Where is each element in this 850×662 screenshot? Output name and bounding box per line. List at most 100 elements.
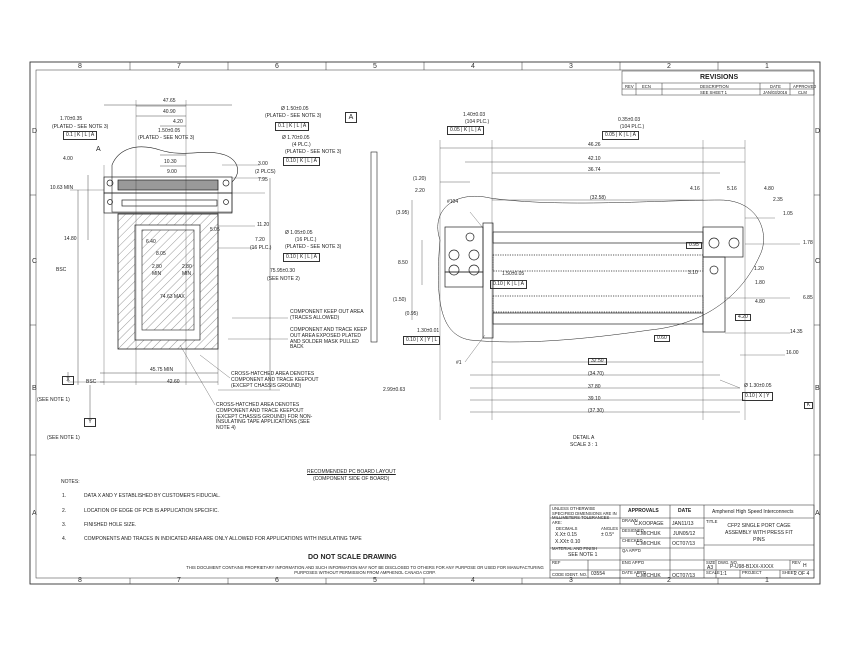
callout-keepout-plated: COMPONENT AND TRACE KEEP OUT AREA EXPOSE… — [290, 327, 367, 351]
tb-title-2: ASSEMBLY WITH PRESS FIT — [725, 530, 793, 536]
proprietary-notice: THIS DOCUMENT CONTAINS PROPRIETARY INFOR… — [186, 565, 544, 576]
tb-title-1: CFP2 SINGLE PORT CAGE — [727, 523, 791, 529]
dim-5-05: 5.05 — [210, 227, 220, 233]
fcf-k: K — [506, 281, 511, 287]
zone-col-8: 8 — [78, 63, 82, 70]
rdim-39-10: 39.10 — [588, 396, 601, 402]
fcf-y: Y — [427, 337, 431, 343]
tb-decimals: DECIMALS — [556, 526, 578, 531]
zone-row-c: C — [32, 258, 38, 265]
note-2-num: 2. — [62, 508, 67, 514]
callout-hatched-tape: CROSS-HATCHED AREA DENOTES COMPONENT AND… — [216, 402, 313, 431]
fcf-tol: 0.10 — [406, 337, 416, 343]
pin-104: #104 — [447, 199, 459, 205]
outer-border — [29, 61, 821, 585]
rfcf-4: 0.10 | X | Y | L — [403, 336, 441, 345]
tb-scale: 1:1 — [720, 571, 727, 577]
dim-10-63: 10.63 MIN — [50, 185, 74, 191]
tb-dwg-label: DWG. NO. — [718, 560, 739, 565]
dia-1-05-note: (PLATED - SEE NOTE 3) — [285, 244, 342, 250]
tb-company: Amphenol High Speed Interconnects — [712, 509, 794, 515]
dim-7-95: 7.95 — [258, 177, 268, 183]
tb-designed-date: JUN05/12 — [673, 531, 696, 537]
revision-block — [621, 70, 815, 96]
tb-date: DATE — [678, 508, 692, 514]
dim-14-80: 14.80 — [64, 236, 77, 242]
tb-code-ident: CODE IDENT. NO. — [552, 572, 588, 577]
tb-size: A3 — [707, 565, 714, 571]
layout-title: RECOMMENDED PC BOARD LAYOUT — [307, 469, 396, 475]
detail-a-view — [411, 140, 800, 420]
tb-eng-label: ENG APP'D — [622, 560, 645, 565]
fcf-k: K — [618, 132, 623, 138]
fcf-k: K — [463, 127, 468, 133]
rdim-0-95: 0.95 — [686, 242, 702, 249]
note-4-text: COMPONENTS AND TRACES IN INDICATED AREA … — [84, 536, 362, 542]
dim-45-75: 45.75 MIN — [150, 367, 174, 373]
tb-rev-label: REV — [792, 560, 801, 565]
dim-75-95: 75.95±0.30 — [270, 268, 295, 274]
dia-1-50-note: (PLATED - SEE NOTE 3) — [265, 113, 322, 119]
rdim-32-50: 32.50 — [588, 358, 607, 365]
zone-row-d-right: D — [815, 128, 821, 135]
tb-title-label: TITLE — [706, 519, 718, 524]
zone-col-3-bottom: 3 — [569, 577, 573, 584]
dia-1-70-note: (PLATED - SEE NOTE 3) — [285, 149, 342, 155]
dim-2-80-a-min: MIN — [152, 271, 162, 277]
fcf-a: A — [90, 132, 95, 138]
zone-col-6-bottom: 6 — [275, 577, 279, 584]
detail-a-box: A — [345, 112, 357, 123]
dia-1-70: Ø 1.70±0.05 — [282, 135, 310, 141]
dim-4-20: 4.20 — [173, 119, 183, 125]
title-block — [549, 504, 815, 579]
tb-designed-label: DESIGNED — [622, 528, 644, 533]
rdim-1-20-r: 1.20 — [754, 266, 764, 272]
zone-col-5: 5 — [373, 63, 377, 70]
tb-ref: REF — [552, 560, 561, 565]
rdim-4-80-top: 4.80 — [764, 186, 774, 192]
zone-col-5-bottom: 5 — [373, 577, 377, 584]
dim-4-00: 4.00 — [63, 156, 73, 162]
fcf-l: L — [84, 132, 88, 138]
zone-col-8-bottom: 8 — [78, 577, 82, 584]
fcf-l: L — [434, 337, 438, 343]
fcf-l: L — [307, 158, 310, 164]
tb-qa-label: QA APP'D — [622, 548, 641, 553]
rdim-dia-1-30: Ø 1.30±0.05 — [744, 383, 772, 389]
fcf-a: A — [477, 127, 481, 133]
zone-col-3: 3 — [569, 63, 573, 70]
rdim-8-50: 8.50 — [398, 260, 408, 266]
do-not-scale: DO NOT SCALE DRAWING — [308, 554, 397, 561]
fcf-tol: 0.10 — [493, 281, 503, 287]
dim-7-20-plc: (16 PLC.) — [250, 245, 272, 251]
tb-code-value: 03554 — [591, 571, 605, 577]
rdim-1-40: 1.40±0.03 — [463, 112, 486, 118]
tb-material: SEE NOTE 1 — [568, 552, 598, 558]
tb-drawn: C.KOOPAGE — [634, 521, 664, 527]
rdim-4-80: 4.80 — [755, 299, 765, 305]
fcf-tol: 0.10 — [286, 158, 296, 164]
rdim-4-20: 4.20 — [735, 314, 751, 321]
rdim-3-95: (3.95) — [396, 210, 410, 216]
rdim-0-35-plc: (104 PLC.) — [620, 124, 645, 130]
rdim-1-20: (1.20) — [413, 176, 427, 182]
rdim-1-50: 1.50±0.05 — [502, 271, 525, 277]
fcf-k: K — [299, 254, 304, 260]
datum-k: K — [804, 402, 813, 409]
fcf-left-4: 0.10 | K | L | A — [283, 253, 320, 262]
fcf-x: X — [419, 337, 424, 343]
zone-row-a: A — [32, 510, 37, 517]
rdim-36-74: 36.74 — [588, 167, 601, 173]
rdim-16-00: 16.00 — [786, 350, 799, 356]
zone-col-1: 1 — [765, 63, 769, 70]
tb-size-label: SIZE — [706, 560, 716, 565]
rev-col-approved: APPROVED — [793, 84, 817, 89]
fcf-left-2: 0.1 | K | L | A — [275, 122, 310, 131]
tb-designed: C.MICHUK — [636, 531, 661, 537]
fcf-y: Y — [766, 393, 770, 399]
dim-3-00-plcs: (2 PLCS) — [255, 169, 276, 175]
detail-title: DETAIL A — [573, 435, 595, 441]
dim-3-00: 3.00 — [258, 161, 268, 167]
rdim-5-16: 5.16 — [727, 186, 737, 192]
